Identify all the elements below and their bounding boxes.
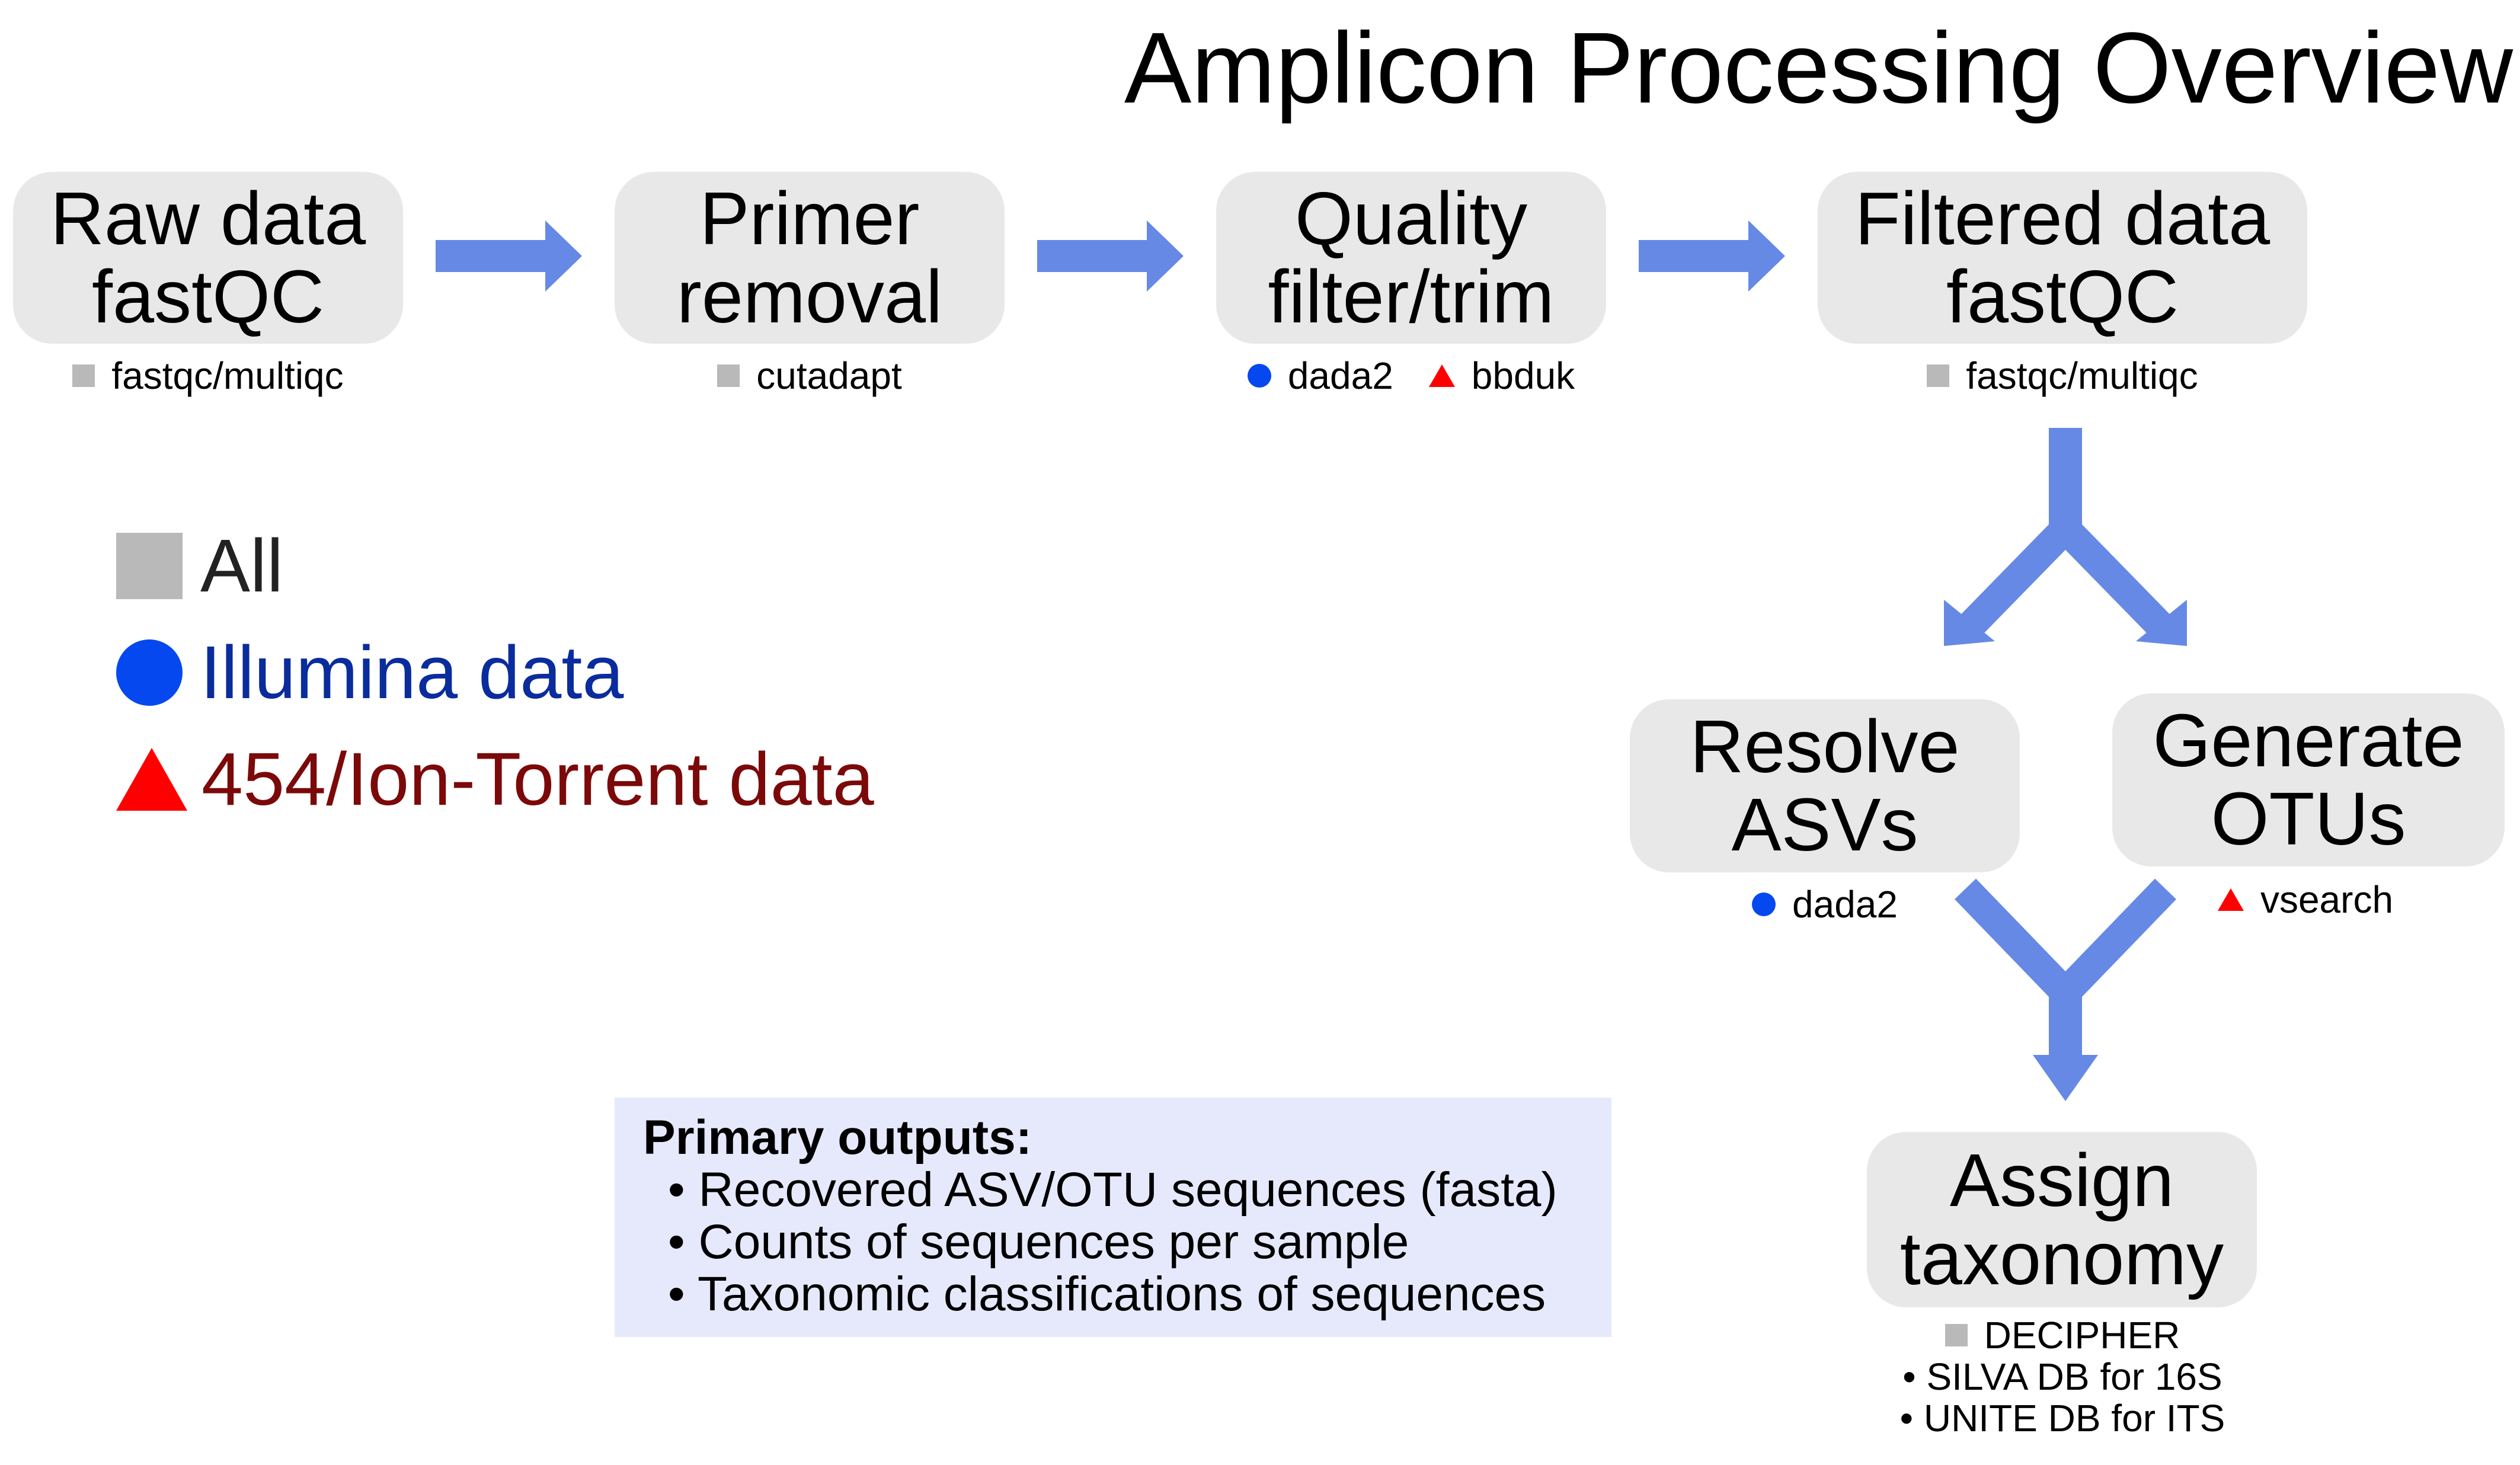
legend-illumina-label: Illumina data xyxy=(200,631,624,714)
step-resolve-asvs: Resolve ASVs xyxy=(1630,699,2020,872)
arrowhead-taxonomy xyxy=(2033,1055,2098,1101)
red-triangle-icon xyxy=(116,748,187,811)
page-title: Amplicon Processing Overview xyxy=(1124,12,2513,124)
tool-label: fastqc/multiqc xyxy=(1966,354,2198,397)
outputs-item: • Taxonomic classifications of sequences xyxy=(668,1267,1546,1321)
blue-circle-icon xyxy=(1247,364,1271,388)
legend-illumina: Illumina data xyxy=(116,628,623,717)
outputs-heading: Primary outputs: xyxy=(643,1111,1032,1165)
tools-otu: vsearch xyxy=(2157,877,2454,922)
arrow-primer-to-quality xyxy=(1037,220,1184,292)
red-triangle-icon xyxy=(2217,888,2244,911)
step-primer-line1: Primer xyxy=(699,177,920,260)
step-primer-line2: removal xyxy=(676,255,943,338)
tool-label: DECIPHER xyxy=(1984,1314,2180,1357)
outputs-item: • Counts of sequences per sample xyxy=(668,1215,1409,1269)
tools-raw: fastqc/multiqc xyxy=(13,353,403,398)
legend-all-label: All xyxy=(200,524,284,607)
arrowhead-asv xyxy=(1944,600,1995,646)
step-quality-filter: Quality filter/trim xyxy=(1216,172,1606,344)
step-quality-line1: Quality xyxy=(1294,177,1528,260)
arrowhead-otu xyxy=(2136,600,2187,646)
tools-taxonomy: DECIPHER • SILVA DB for 16S • UNITE DB f… xyxy=(1885,1314,2240,1439)
legend-ion-label: 454/Ion-Torrent data xyxy=(202,737,874,821)
tool-label: bbduk xyxy=(1471,354,1575,397)
step-assign-taxonomy: Assign taxonomy xyxy=(1867,1132,2257,1307)
step-taxonomy-line2: taxonomy xyxy=(1899,1217,2224,1300)
tool-label: fastqc/multiqc xyxy=(111,354,344,397)
arrow-to-otu xyxy=(2055,518,2176,642)
step-filtered-line1: Filtered data xyxy=(1854,177,2270,260)
tool-label: dada2 xyxy=(1287,354,1393,397)
step-filtered-data: Filtered data fastQC xyxy=(1818,172,2307,344)
arrow-quality-to-filtered xyxy=(1639,220,1785,292)
step-filtered-line2: fastQC xyxy=(1946,255,2179,338)
outputs-item: • Recovered ASV/OTU sequences (fasta) xyxy=(668,1163,1558,1217)
gray-square-icon xyxy=(1945,1324,1968,1346)
blue-circle-icon xyxy=(1752,893,1776,916)
step-asv-line2: ASVs xyxy=(1731,783,1918,866)
gray-square-icon xyxy=(116,533,183,599)
arrow-to-asv xyxy=(1955,518,2076,642)
blue-circle-icon xyxy=(116,639,183,706)
step-raw-line2: fastQC xyxy=(91,255,325,338)
red-triangle-icon xyxy=(1428,364,1455,387)
gray-square-icon xyxy=(1927,364,1950,387)
arrow-from-asv xyxy=(1955,878,2076,1003)
step-otu-line2: OTUs xyxy=(2211,777,2406,861)
step-primer-removal: Primer removal xyxy=(615,172,1005,344)
step-raw-line1: Raw data xyxy=(50,177,366,260)
tool-label: dada2 xyxy=(1792,883,1898,926)
tools-primer: cutadapt xyxy=(615,353,1005,398)
step-otu-line1: Generate xyxy=(2153,699,2464,782)
arrow-from-otu xyxy=(2055,878,2176,1003)
tools-asv: dada2 xyxy=(1630,882,2020,927)
taxonomy-note-unite: • UNITE DB for ITS xyxy=(1899,1397,2225,1440)
tool-label: cutadapt xyxy=(756,354,902,397)
tools-quality: dada2 bbduk xyxy=(1216,353,1606,398)
step-taxonomy-line1: Assign xyxy=(1949,1138,2174,1222)
step-quality-line2: filter/trim xyxy=(1268,255,1555,338)
primary-outputs-box: Primary outputs: • Recovered ASV/OTU seq… xyxy=(615,1098,1611,1337)
tool-label: vsearch xyxy=(2260,878,2394,921)
gray-square-icon xyxy=(717,364,740,387)
legend-all: All xyxy=(116,522,283,610)
tools-filtered: fastqc/multiqc xyxy=(1818,353,2307,398)
taxonomy-note-silva: • SILVA DB for 16S xyxy=(1902,1355,2222,1398)
step-generate-otus: Generate OTUs xyxy=(2112,693,2505,866)
step-raw-data: Raw data fastQC xyxy=(13,172,403,344)
step-asv-line1: Resolve xyxy=(1690,705,1960,788)
gray-square-icon xyxy=(72,364,95,387)
arrow-raw-to-primer xyxy=(436,220,582,292)
legend-ion: 454/Ion-Torrent data xyxy=(116,735,874,824)
